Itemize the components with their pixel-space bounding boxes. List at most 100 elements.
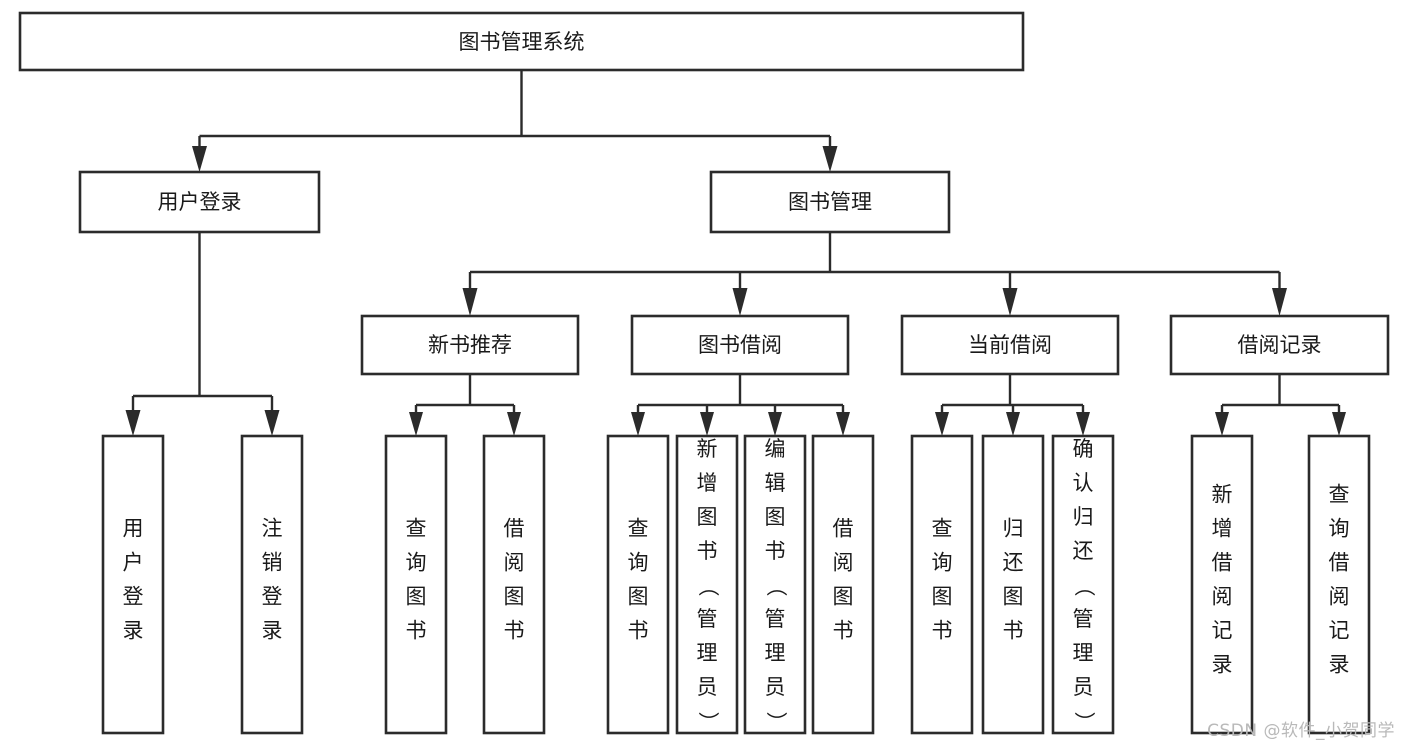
node-leaf-confirm-return-box[interactable]	[1051, 434, 1115, 735]
arrow-to-leaf-borrow-book-rec	[507, 412, 521, 436]
svg-text:借: 借	[833, 517, 854, 541]
arrow-to-user-login	[192, 146, 207, 172]
svg-text:员: 员	[765, 675, 786, 699]
node-user-login[interactable]: 用户登录	[78, 170, 321, 234]
svg-text:登: 登	[262, 585, 283, 609]
svg-text:还: 还	[1073, 539, 1094, 563]
svg-text:销: 销	[262, 551, 283, 575]
node-borrow-record-box[interactable]	[1169, 314, 1390, 376]
svg-text:还: 还	[1003, 551, 1024, 575]
svg-text:图: 图	[628, 585, 649, 609]
svg-text:图: 图	[932, 585, 953, 609]
node-book-borrow[interactable]: 图书借阅	[630, 314, 850, 376]
node-root-label: 图书管理系统	[459, 30, 585, 54]
node-borrow-record[interactable]: 借阅记录	[1169, 314, 1390, 376]
arrow-to-leaf-query-book-current	[935, 412, 949, 436]
node-leaf-add-book-box[interactable]	[675, 434, 739, 735]
svg-text:借: 借	[1329, 551, 1350, 575]
arrow-to-book-borrow	[732, 288, 748, 316]
svg-text:用: 用	[123, 517, 144, 541]
node-book-borrow-label: 图书借阅	[698, 333, 782, 357]
svg-text:图: 图	[765, 505, 786, 529]
svg-text:录: 录	[262, 619, 283, 643]
arrow-to-new-book-recommend	[462, 288, 478, 316]
svg-text:户: 户	[123, 551, 144, 575]
svg-text:阅: 阅	[1212, 585, 1233, 609]
svg-text:书: 书	[504, 619, 525, 643]
node-book-management[interactable]: 图书管理	[709, 170, 951, 234]
arrow-to-leaf-logout	[264, 410, 280, 436]
node-leaf-borrow-book-box[interactable]	[811, 434, 875, 735]
svg-text:管: 管	[697, 607, 718, 631]
node-leaf-borrow-book-rec-box[interactable]	[482, 434, 546, 735]
svg-text:理: 理	[765, 641, 786, 665]
node-current-borrow-box[interactable]	[900, 314, 1120, 376]
svg-text:询: 询	[1329, 517, 1350, 541]
svg-text:书: 书	[628, 619, 649, 643]
node-leaf-query-book-rec-box[interactable]	[384, 434, 448, 735]
svg-text:）: ）	[696, 712, 720, 733]
node-book-borrow-box[interactable]	[630, 314, 850, 376]
node-user-login-label: 用户登录	[158, 190, 242, 214]
svg-text:认: 认	[1073, 471, 1094, 495]
node-book-management-box[interactable]	[709, 170, 951, 234]
svg-text:询: 询	[406, 551, 427, 575]
node-new-book-recommend[interactable]: 新书推荐	[360, 314, 580, 376]
node-leaf-query-record-box[interactable]	[1307, 434, 1371, 735]
svg-text:查: 查	[628, 517, 649, 541]
svg-text:（: （	[1072, 576, 1096, 597]
node-root[interactable]: 图书管理系统	[18, 11, 1025, 72]
svg-text:询: 询	[628, 551, 649, 575]
svg-text:录: 录	[123, 619, 144, 643]
node-leaf-query-book-current-box[interactable]	[910, 434, 974, 735]
svg-text:）: ）	[764, 712, 788, 733]
node-leaf-return-book-box[interactable]	[981, 434, 1045, 735]
arrow-to-leaf-query-book-rec	[409, 412, 423, 436]
node-root-box[interactable]	[18, 11, 1025, 72]
svg-text:注: 注	[262, 517, 283, 541]
node-leaf-add-record-box[interactable]	[1190, 434, 1254, 735]
svg-text:（: （	[764, 576, 788, 597]
svg-text:员: 员	[1073, 675, 1094, 699]
arrow-to-leaf-borrow-book	[836, 412, 850, 436]
node-leaf-query-book-borrow-box[interactable]	[606, 434, 670, 735]
node-leaf-edit-book-box[interactable]	[743, 434, 807, 735]
svg-text:图: 图	[1003, 585, 1024, 609]
node-layer: 图书管理系统 用户登录 图书管理 新书推荐 图书借阅	[18, 11, 1390, 735]
arrow-to-book-management	[822, 146, 838, 172]
arrow-to-leaf-user-login	[125, 410, 141, 436]
svg-text:书: 书	[406, 619, 427, 643]
svg-text:辑: 辑	[765, 471, 786, 495]
svg-text:确: 确	[1073, 437, 1094, 461]
svg-text:查: 查	[406, 517, 427, 541]
svg-text:书: 书	[765, 539, 786, 563]
svg-text:书: 书	[833, 619, 854, 643]
leaf-text-layer: 用户登录注销登录查询图书借阅图书查询图书新增图书（管理员）编辑图书（管理员）借阅…	[123, 437, 1350, 733]
node-current-borrow[interactable]: 当前借阅	[900, 314, 1120, 376]
node-new-book-recommend-box[interactable]	[360, 314, 580, 376]
arrow-to-leaf-add-record	[1215, 412, 1229, 436]
svg-text:）: ）	[1072, 712, 1096, 733]
svg-text:管: 管	[1073, 607, 1094, 631]
node-leaf-user-login-box[interactable]	[101, 434, 165, 735]
svg-text:阅: 阅	[504, 551, 525, 575]
svg-text:阅: 阅	[1329, 585, 1350, 609]
svg-text:图: 图	[833, 585, 854, 609]
node-leaf-logout-box[interactable]	[240, 434, 304, 735]
svg-text:理: 理	[1073, 641, 1094, 665]
svg-text:编: 编	[765, 437, 786, 461]
svg-text:书: 书	[1003, 619, 1024, 643]
node-user-login-box[interactable]	[78, 170, 321, 234]
svg-text:询: 询	[932, 551, 953, 575]
svg-text:书: 书	[932, 619, 953, 643]
